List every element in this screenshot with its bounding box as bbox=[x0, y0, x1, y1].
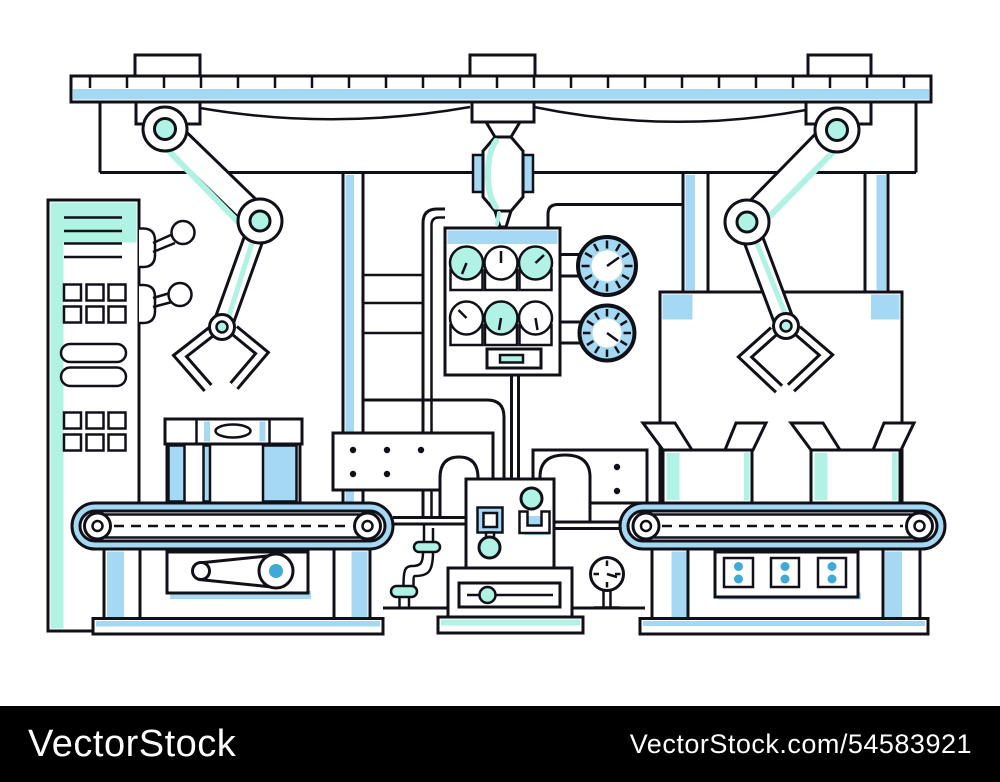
meter-4 bbox=[448, 300, 485, 347]
press-machine bbox=[436, 477, 585, 635]
support-pillars bbox=[341, 171, 890, 506]
robot-arm-right bbox=[723, 106, 861, 394]
conveyor-right bbox=[618, 501, 947, 551]
conveyor-left bbox=[70, 501, 395, 551]
rail-ticks bbox=[88, 76, 906, 88]
meter-2 bbox=[483, 245, 519, 292]
pipe-coupling-lower bbox=[389, 584, 419, 599]
s-pipe bbox=[389, 524, 442, 608]
cabinet-buttons-bottom[interactable] bbox=[62, 411, 127, 452]
pressure-gauge-1 bbox=[560, 235, 638, 297]
machine-knob-left[interactable] bbox=[477, 535, 502, 560]
robot-arm-left bbox=[141, 105, 284, 392]
case-on-conveyor bbox=[163, 417, 304, 505]
overhead-rail bbox=[69, 53, 933, 126]
base-slab-right bbox=[638, 617, 930, 636]
gauge-on-stand bbox=[589, 556, 625, 609]
pressure-gauge-2 bbox=[560, 303, 637, 363]
rail-mount-bottom-center bbox=[470, 100, 536, 124]
meter-5 bbox=[483, 300, 519, 347]
pipe-coupling-upper bbox=[412, 540, 442, 554]
cabinet-knob-2[interactable] bbox=[139, 281, 193, 325]
pulley-drive bbox=[191, 552, 295, 590]
machine-knob-right[interactable] bbox=[519, 486, 544, 511]
platform-right bbox=[638, 547, 930, 636]
cabinet-vents bbox=[64, 216, 122, 259]
meter-6 bbox=[517, 300, 554, 347]
rail-mount-top-right bbox=[806, 53, 873, 78]
hanging-piston bbox=[471, 120, 535, 229]
machine-bracket bbox=[518, 510, 551, 535]
meter-1 bbox=[448, 245, 485, 292]
watermark-site-ref: VectorStock.com/54583921 bbox=[629, 728, 972, 759]
factory-illustration bbox=[46, 53, 947, 636]
watermark-bar: VectorStock VectorStock.com/54583921 bbox=[0, 706, 1000, 782]
cable-left bbox=[199, 105, 471, 121]
outlet-modules bbox=[722, 556, 848, 589]
slider-knob[interactable] bbox=[478, 585, 497, 605]
cable-right bbox=[533, 105, 807, 124]
rail-mount-top-left bbox=[133, 53, 202, 78]
cabinet-slot-1 bbox=[59, 342, 128, 364]
connectors bbox=[393, 516, 622, 530]
case-handle bbox=[214, 423, 252, 439]
open-box-1 bbox=[640, 421, 769, 505]
cabinet-knob-1[interactable] bbox=[139, 219, 196, 269]
control-box bbox=[443, 226, 562, 480]
watermark-brand: VectorStock bbox=[28, 722, 237, 765]
platform-left bbox=[91, 547, 385, 636]
cabinet-slot-2 bbox=[59, 366, 128, 388]
meter-3 bbox=[517, 245, 554, 292]
gripper-right[interactable] bbox=[736, 325, 835, 394]
cabinet-buttons-top[interactable] bbox=[62, 283, 127, 324]
rail-mount-top-center bbox=[468, 53, 537, 78]
machine-switch-left[interactable] bbox=[476, 506, 504, 534]
gripper-left[interactable] bbox=[171, 325, 271, 392]
